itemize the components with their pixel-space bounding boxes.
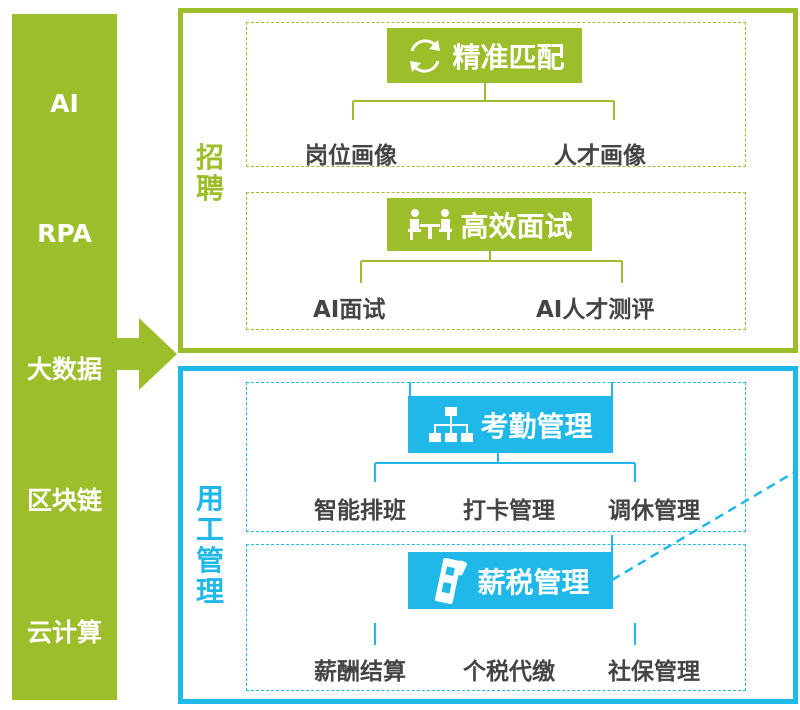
match-header: 精准匹配 [387, 28, 582, 83]
recruit-label: 招聘 [195, 141, 224, 205]
attendance-item-leave: 调休管理 [608, 498, 700, 524]
match-item-talent-profile: 人才画像 [554, 143, 646, 169]
match-title: 精准匹配 [452, 40, 565, 74]
interview-title: 高效面试 [460, 209, 573, 243]
interview-item-ai-assessment: AI人才测评 [536, 297, 655, 323]
attendance-group [246, 382, 746, 532]
tech-blockchain: 区块链 [26, 486, 102, 515]
tech-cloud-computing: 云计算 [26, 618, 102, 647]
match-group [246, 22, 746, 167]
interview-item-ai-interview: AI面试 [313, 297, 386, 323]
interview-people-icon [408, 208, 453, 240]
match-item-job-profile: 岗位画像 [305, 143, 397, 169]
tech-rpa: RPA [37, 219, 92, 248]
payroll-title: 薪税管理 [477, 565, 590, 599]
interview-header: 高效面试 [387, 198, 592, 251]
employment-label: 用工管理 [195, 482, 224, 608]
payroll-item-social-security: 社保管理 [608, 659, 700, 685]
recruit-section [178, 8, 798, 353]
refresh-icon [410, 38, 441, 73]
interview-group [246, 192, 746, 330]
right-arrow-icon [117, 318, 177, 390]
payroll-group [246, 544, 746, 691]
payroll-item-salary-settlement: 薪酬结算 [314, 659, 406, 685]
attendance-title: 考勤管理 [480, 409, 593, 443]
tech-big-data: 大数据 [26, 355, 102, 384]
org-chart-icon [429, 406, 474, 442]
attendance-header: 考勤管理 [408, 396, 613, 453]
attendance-item-scheduling: 智能排班 [314, 498, 406, 524]
tech-ai: AI [50, 89, 79, 118]
payroll-header: 薪税管理 [408, 552, 613, 609]
payroll-item-tax-withholding: 个税代缴 [463, 659, 555, 685]
attendance-item-clock-in: 打卡管理 [463, 498, 555, 524]
money-payment-icon [435, 557, 468, 604]
technology-bar: AI RPA 大数据 区块链 云计算 [12, 14, 117, 700]
